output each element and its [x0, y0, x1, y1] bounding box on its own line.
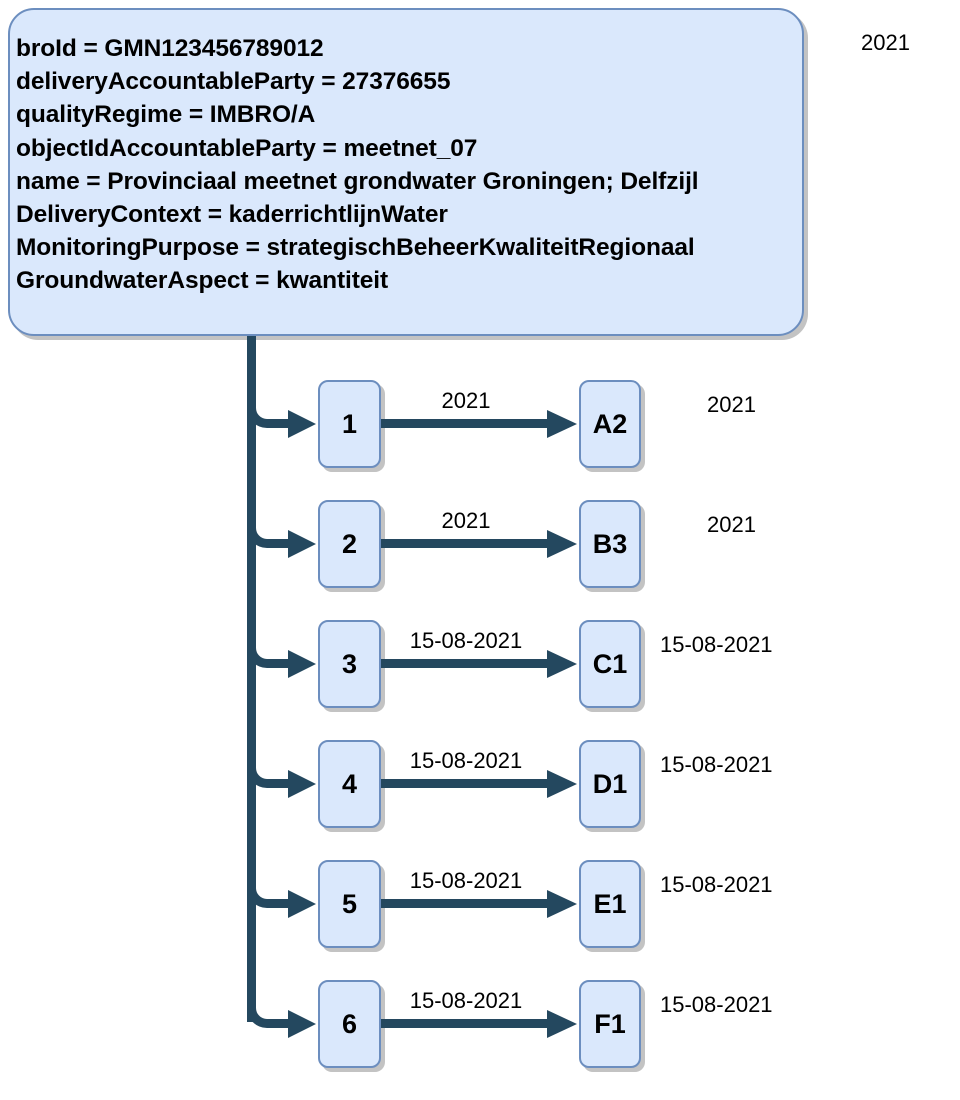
gmn-attribute-line: broId = GMN123456789012	[16, 35, 324, 62]
measuring-point-node[interactable]: 1	[318, 380, 381, 468]
tree-row: 5 15-08-2021 E1 15-08-2021	[0, 860, 960, 980]
tree-row: 6 15-08-2021 F1 15-08-2021	[0, 980, 960, 1100]
tree-row: 3 15-08-2021 C1 15-08-2021	[0, 620, 960, 740]
gmn-attribute-line: MonitoringPurpose = strategischBeheerKwa…	[16, 234, 695, 262]
tree-row: 4 15-08-2021 D1 15-08-2021	[0, 740, 960, 860]
monitoring-tube-node[interactable]: B3	[579, 500, 641, 588]
edge-shaft	[381, 899, 551, 908]
row-right-label: 15-08-2021	[660, 872, 773, 897]
row-right-label: 15-08-2021	[660, 992, 773, 1017]
edge-label: 2021	[441, 508, 491, 533]
edge-arrowhead-icon	[547, 530, 577, 558]
branch-elbow-connector	[247, 520, 277, 548]
branch-stem	[270, 419, 295, 428]
tree-trunk-connector	[247, 336, 256, 1022]
edge-shaft	[381, 779, 551, 788]
measuring-point-node[interactable]: 3	[318, 620, 381, 708]
monitoring-tube-node[interactable]: E1	[579, 860, 641, 948]
gmn-attribute-line: GroundwaterAspect = kwantiteit	[16, 267, 389, 295]
gmn-attribute-box: broId = GMN123456789012 deliveryAccounta…	[8, 8, 804, 336]
gmn-attribute-line: name = Provinciaal meetnet grondwater Gr…	[16, 167, 699, 195]
edge-shaft	[381, 1019, 551, 1028]
branch-arrowhead-icon	[288, 530, 316, 558]
row-right-label: 15-08-2021	[660, 632, 773, 657]
branch-stem	[270, 779, 295, 788]
monitoring-tube-node[interactable]: A2	[579, 380, 641, 468]
gmn-attribute-line: DeliveryContext = kaderrichtlijnWater	[16, 201, 448, 229]
monitoring-tube-node[interactable]: F1	[579, 980, 641, 1068]
measuring-point-node[interactable]: 4	[318, 740, 381, 828]
edge-label: 2021	[441, 388, 491, 413]
edge-arrowhead-icon	[547, 890, 577, 918]
edge-shaft	[381, 539, 551, 548]
edge-arrowhead-icon	[547, 770, 577, 798]
edge-label: 15-08-2021	[409, 628, 523, 653]
branch-elbow-connector	[247, 880, 277, 908]
row-right-label: 2021	[707, 392, 756, 417]
measuring-point-node[interactable]: 6	[318, 980, 381, 1068]
row-right-label: 15-08-2021	[660, 752, 773, 777]
row-right-label: 2021	[707, 512, 756, 537]
gmn-box-year-label: 2021	[861, 30, 910, 55]
edge-label: 15-08-2021	[409, 988, 523, 1013]
branch-elbow-connector	[247, 640, 277, 668]
edge-arrowhead-icon	[547, 650, 577, 678]
branch-arrowhead-icon	[288, 650, 316, 678]
branch-stem	[270, 1019, 295, 1028]
edge-arrowhead-icon	[547, 410, 577, 438]
branch-stem	[270, 659, 295, 668]
measuring-point-node[interactable]: 2	[318, 500, 381, 588]
gmn-attribute-line: objectIdAccountableParty = meetnet_07	[16, 134, 478, 162]
tree-row: 1 2021 A2 2021	[0, 380, 960, 500]
monitoring-tube-node[interactable]: D1	[579, 740, 641, 828]
branch-stem	[270, 539, 295, 548]
branch-arrowhead-icon	[288, 1010, 316, 1038]
edge-arrowhead-icon	[547, 1010, 577, 1038]
monitoring-tube-node[interactable]: C1	[579, 620, 641, 708]
branch-arrowhead-icon	[288, 770, 316, 798]
gmn-attribute-list: broId = GMN123456789012 deliveryAccounta…	[16, 32, 796, 298]
measuring-point-node[interactable]: 5	[318, 860, 381, 948]
branch-arrowhead-icon	[288, 410, 316, 438]
edge-label: 15-08-2021	[409, 748, 523, 773]
edge-shaft	[381, 419, 551, 428]
branch-elbow-connector	[247, 760, 277, 788]
edge-shaft	[381, 659, 551, 668]
gmn-attribute-line: qualityRegime = IMBRO/A	[16, 101, 316, 129]
tree-row: 2 2021 B3 2021	[0, 500, 960, 620]
branch-elbow-connector	[247, 400, 277, 428]
branch-arrowhead-icon	[288, 890, 316, 918]
branch-elbow-connector	[247, 1000, 277, 1028]
branch-stem	[270, 899, 295, 908]
gmn-attribute-line: deliveryAccountableParty = 27376655	[16, 68, 451, 96]
edge-label: 15-08-2021	[409, 868, 523, 893]
